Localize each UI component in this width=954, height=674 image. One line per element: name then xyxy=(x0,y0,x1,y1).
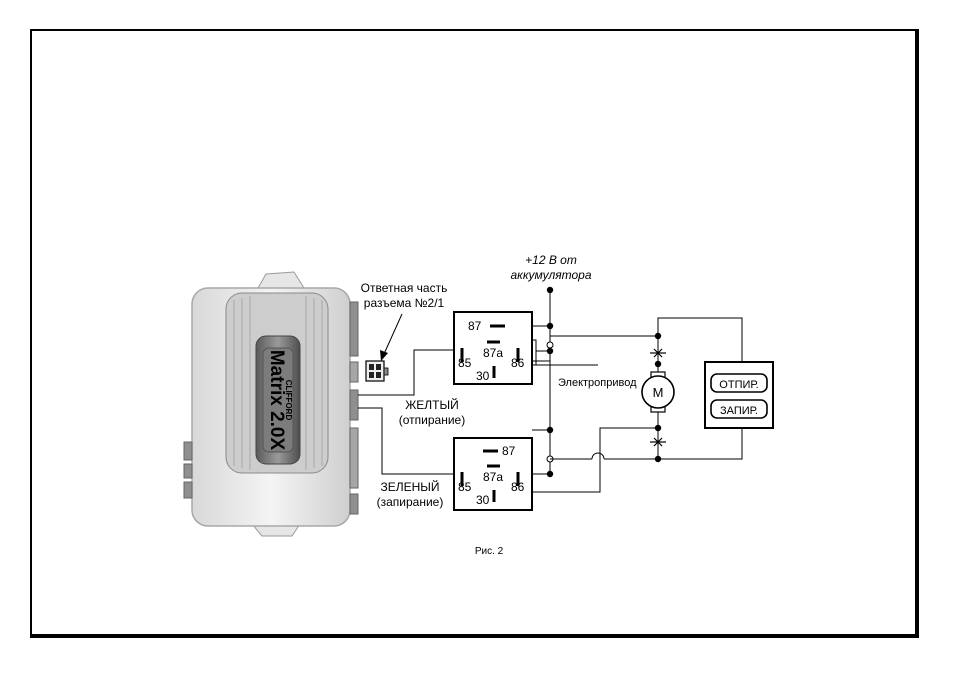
relay2-pin-30: 30 xyxy=(476,493,490,507)
green-wire-label-line1: ЗЕЛЕНЫЙ xyxy=(380,479,439,494)
relay2-pin-87: 87 xyxy=(502,444,516,458)
device-model-label: Matrix 2.0X xyxy=(266,350,287,451)
relay1-pin-87a: 87a xyxy=(483,346,503,360)
relay2-pin-87a: 87a xyxy=(483,470,503,484)
mating-connector xyxy=(366,361,388,381)
relay1-pin-85: 85 xyxy=(458,356,472,370)
connector-pointer-arrow xyxy=(380,314,402,361)
power-label-line2: аккумулятора xyxy=(510,268,591,282)
device-brand-label: CLIFFORD xyxy=(284,380,293,421)
relay1-pin-86: 86 xyxy=(511,356,525,370)
actuator-label: Электропривод xyxy=(558,377,637,389)
relay1-pin-30: 30 xyxy=(476,369,490,383)
power-label-line1: +12 В от xyxy=(525,253,577,267)
connector-label-line2: разъема №2/1 xyxy=(364,296,445,310)
lock-button: ЗАПИР. xyxy=(720,405,758,417)
green-wire-label-line2: (запирание) xyxy=(377,495,444,509)
relay2-pin-86: 86 xyxy=(511,480,525,494)
connector-label-line1: Ответная часть xyxy=(361,281,448,295)
relay2-pin-85: 85 xyxy=(458,480,472,494)
yellow-wire-label-line2: (отпирание) xyxy=(399,413,465,427)
yellow-wire-label-line1: ЖЕЛТЫЙ xyxy=(405,397,459,412)
unlock-button: ОТПИР. xyxy=(719,379,758,391)
figure-caption: Рис. 2 xyxy=(475,546,504,557)
wires xyxy=(358,288,742,492)
alarm-control-unit: Matrix 2.0X CLIFFORD xyxy=(184,272,358,536)
relay1-pin-87: 87 xyxy=(468,319,482,333)
motor-letter: M xyxy=(653,385,664,400)
door-switch-box xyxy=(705,362,773,428)
